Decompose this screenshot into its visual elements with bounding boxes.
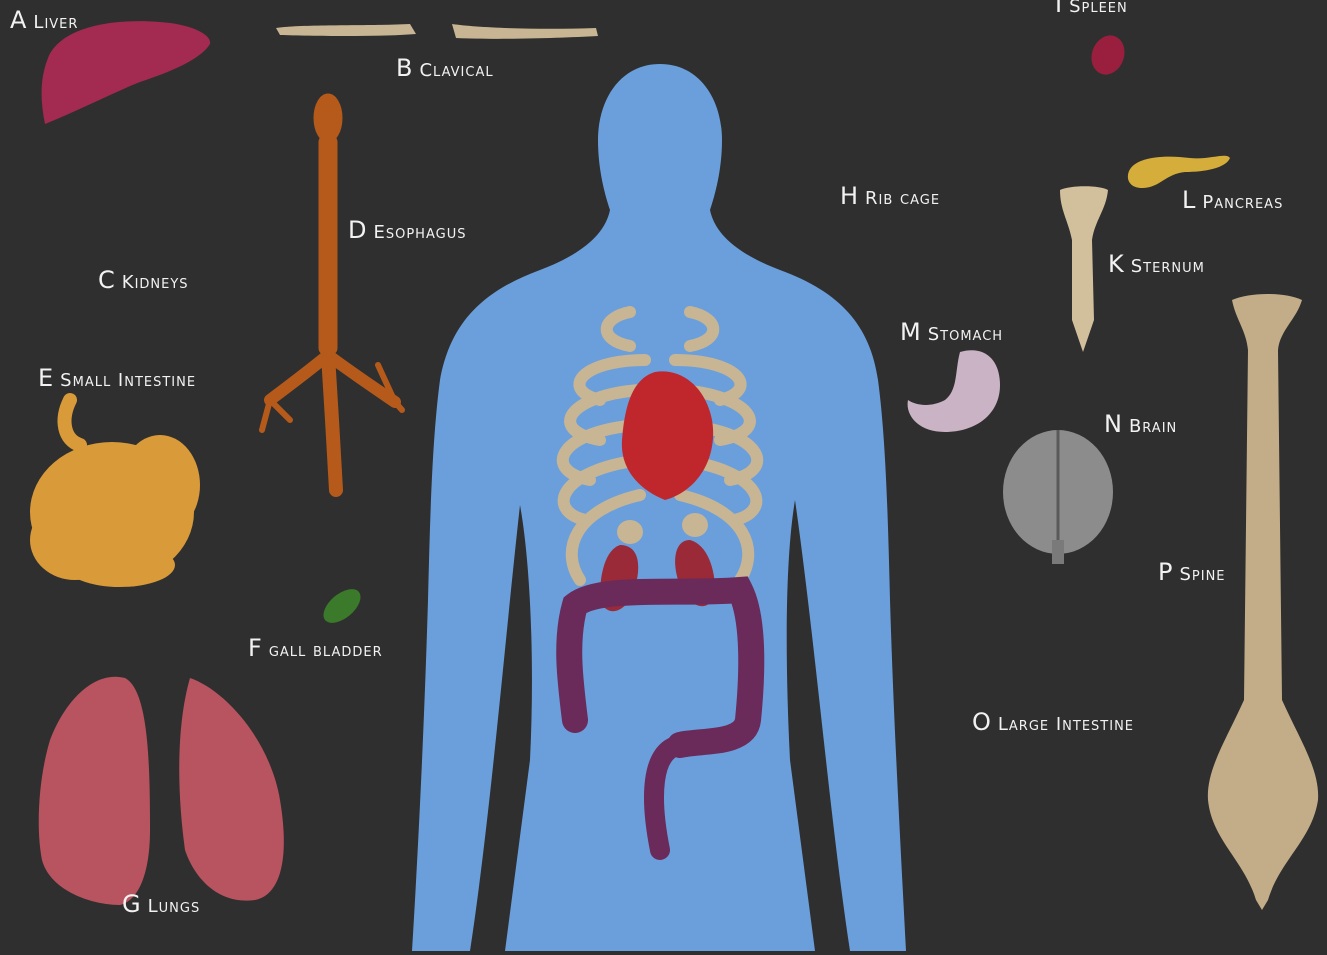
brain-piece[interactable] bbox=[1003, 430, 1113, 564]
esophagus-piece[interactable] bbox=[262, 94, 402, 490]
clavical-piece[interactable] bbox=[276, 24, 598, 39]
lungs-piece[interactable] bbox=[39, 677, 284, 905]
sternum-piece[interactable] bbox=[1060, 186, 1108, 352]
liver-piece[interactable] bbox=[42, 21, 211, 124]
small-intestine-piece[interactable] bbox=[30, 400, 200, 587]
pancreas-piece[interactable] bbox=[1128, 156, 1230, 188]
stomach-piece[interactable] bbox=[908, 350, 1000, 432]
spine-piece[interactable] bbox=[1208, 294, 1318, 910]
gall-bladder-piece[interactable] bbox=[317, 583, 366, 630]
spleen-piece[interactable] bbox=[1086, 31, 1130, 80]
